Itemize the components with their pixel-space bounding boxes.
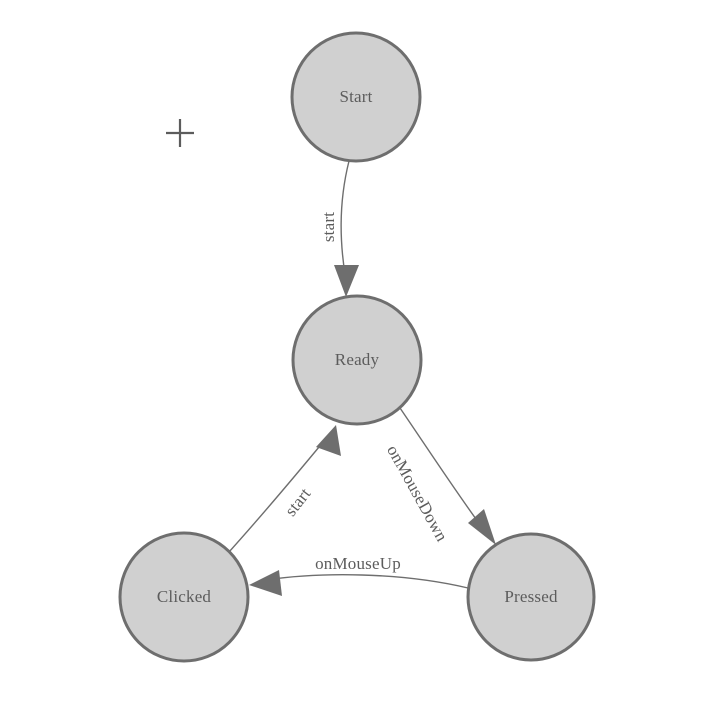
node-ready[interactable]: Ready bbox=[291, 294, 423, 426]
edge-label-pressed-to-clicked: onMouseUp bbox=[315, 554, 401, 573]
node-start-circle[interactable] bbox=[290, 31, 422, 163]
edge-clicked-to-ready[interactable] bbox=[228, 425, 341, 553]
node-ready-label: Ready bbox=[335, 350, 380, 369]
edge-label-clicked-to-ready: start bbox=[281, 484, 315, 520]
node-clicked[interactable]: Clicked bbox=[118, 531, 250, 663]
edge-ready-to-pressed[interactable] bbox=[399, 407, 496, 545]
edge-start-to-ready[interactable] bbox=[334, 160, 359, 297]
node-pressed-circle[interactable] bbox=[466, 532, 596, 662]
node-ready-circle[interactable] bbox=[291, 294, 423, 426]
node-clicked-circle[interactable] bbox=[118, 531, 250, 663]
node-start[interactable]: Start bbox=[290, 31, 422, 163]
node-pressed[interactable]: Pressed bbox=[466, 532, 596, 662]
crosshair-icon bbox=[166, 119, 194, 147]
node-clicked-label: Clicked bbox=[157, 587, 212, 606]
edge-label-ready-to-pressed: onMouseDown bbox=[383, 442, 452, 545]
node-start-label: Start bbox=[339, 87, 372, 106]
edge-pressed-to-clicked[interactable] bbox=[249, 570, 469, 596]
edge-label-start-to-ready: start bbox=[319, 212, 338, 242]
node-pressed-label: Pressed bbox=[504, 587, 558, 606]
